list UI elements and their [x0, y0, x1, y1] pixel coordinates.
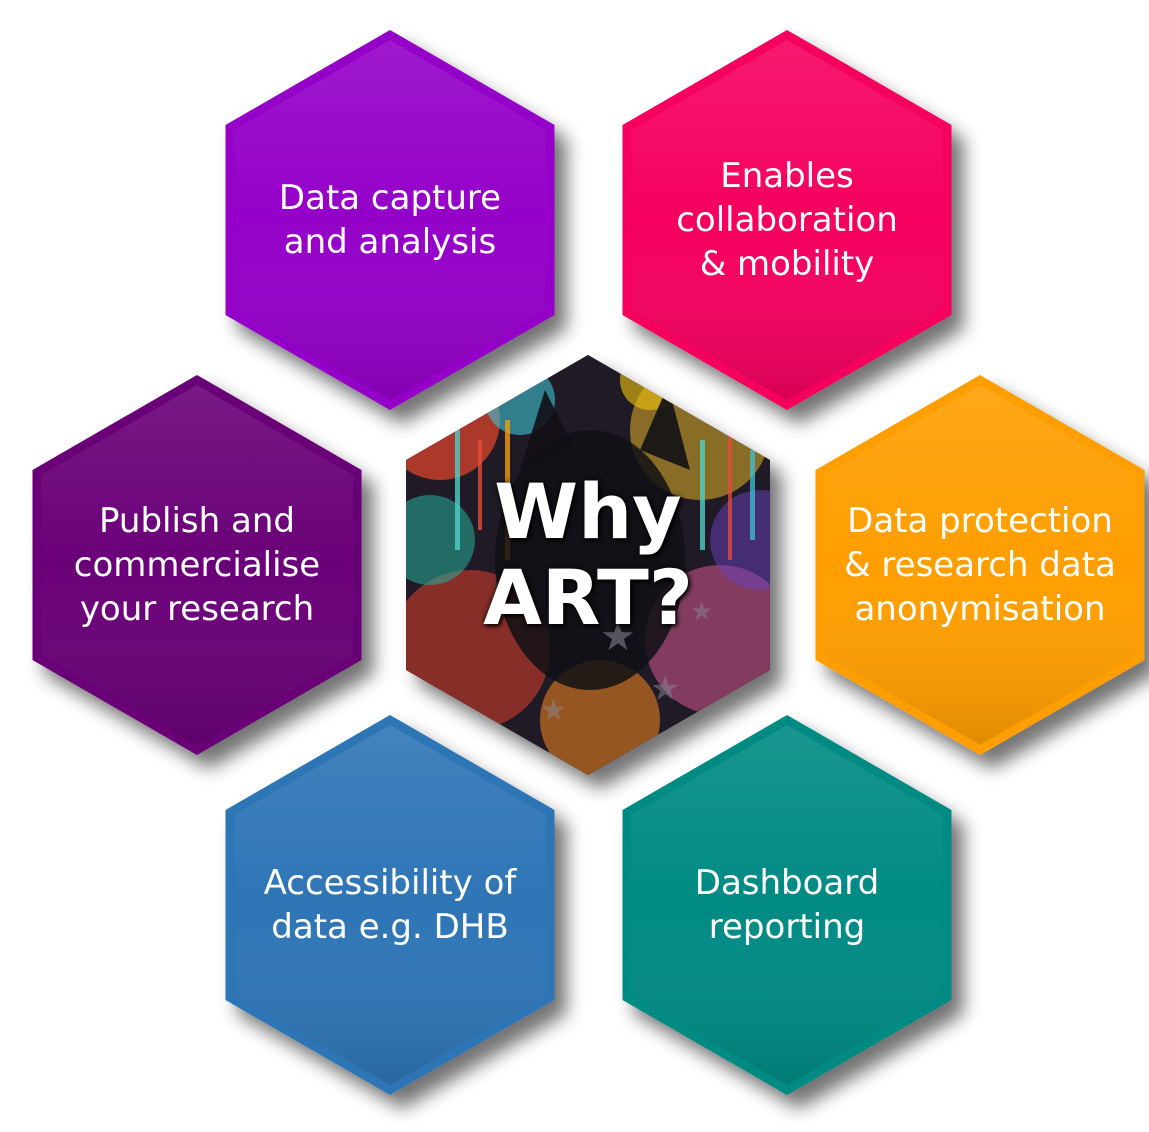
center-hexagon-artwork: ★ ★ ★ ★ [406, 355, 770, 775]
hexagon-bevel-publish [41, 385, 353, 745]
hexagon-bevel-accessibility [234, 725, 546, 1085]
hexagon-bevel-data-protection [824, 385, 1136, 745]
hexagon-bevel-data-capture [234, 40, 546, 400]
hexagon-data-capture [225, 30, 555, 410]
svg-text:★: ★ [650, 670, 680, 708]
hexagon-collaboration [622, 30, 952, 410]
svg-text:★: ★ [690, 596, 713, 626]
hexagon-accessibility [225, 715, 555, 1095]
hexagon-dashboard [622, 715, 952, 1095]
hexagon-publish [32, 375, 362, 755]
abstract-art-image: ★ ★ ★ ★ [406, 355, 770, 775]
hexagon-bevel-collaboration [631, 40, 943, 400]
hexagon-bevel-dashboard [631, 725, 943, 1085]
hexagon-data-protection [815, 375, 1145, 755]
svg-text:★: ★ [540, 694, 567, 727]
svg-text:★: ★ [600, 615, 636, 659]
